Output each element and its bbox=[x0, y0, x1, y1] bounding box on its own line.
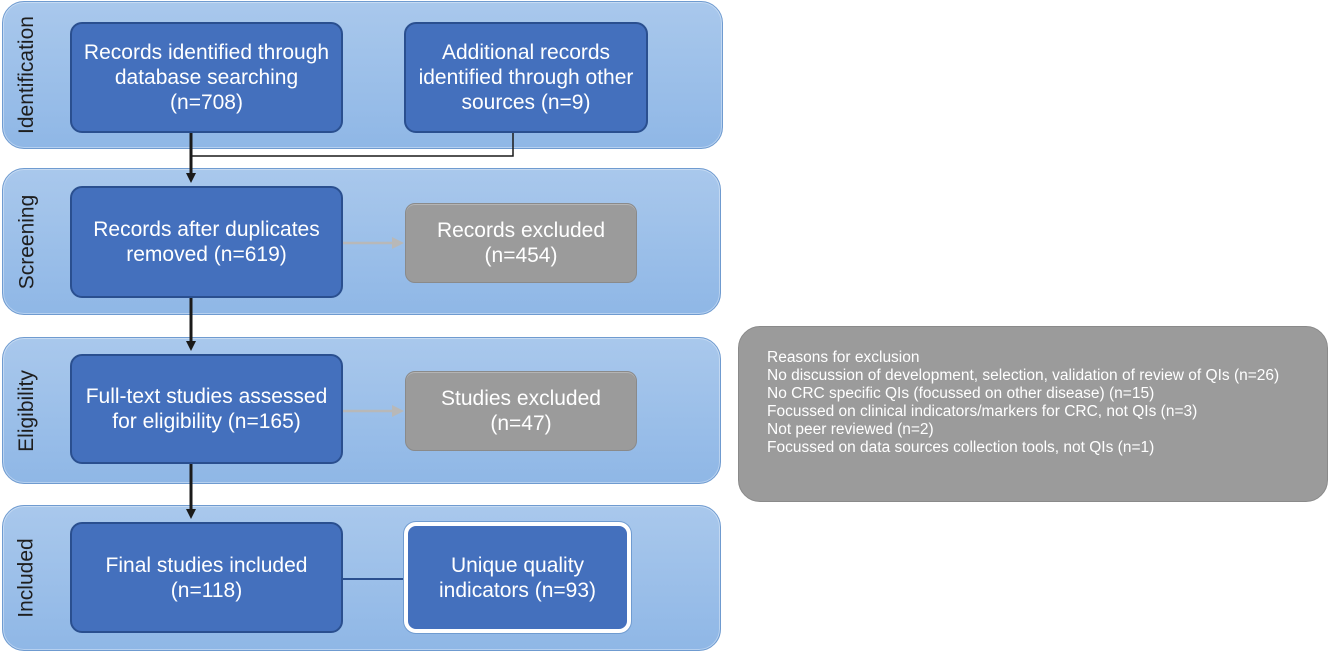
connector-additional-records bbox=[191, 133, 514, 157]
box-database-records-text: Records identified through database sear… bbox=[83, 41, 330, 114]
box-additional-records-text: Additional records identified through ot… bbox=[418, 41, 634, 114]
box-studies-excluded-text: Studies excluded (n=47) bbox=[441, 387, 601, 435]
box-unique-indicators-text: Unique quality indicators (n=93) bbox=[439, 553, 596, 602]
reason-item: No CRC specific QIs (focussed on other d… bbox=[767, 385, 1155, 402]
box-final-included: Final studies included (n=118) bbox=[70, 522, 343, 633]
box-additional-records: Additional records identified through ot… bbox=[404, 22, 648, 133]
reasons-title: Reasons for exclusion bbox=[767, 349, 920, 366]
box-after-duplicates-text: Records after duplicates removed (n=619) bbox=[93, 218, 320, 266]
reasons-for-exclusion-panel: Reasons for exclusion No discussion of d… bbox=[738, 326, 1328, 502]
box-database-records: Records identified through database sear… bbox=[70, 22, 343, 133]
box-records-excluded: Records excluded (n=454) bbox=[405, 203, 637, 283]
box-records-excluded-text: Records excluded (n=454) bbox=[436, 219, 606, 267]
box-final-included-text: Final studies included (n=118) bbox=[105, 553, 308, 602]
box-fulltext-assessed-text: Full-text studies assessed for eligibili… bbox=[85, 385, 328, 433]
reason-item: Focussed on clinical indicators/markers … bbox=[767, 403, 1198, 420]
box-unique-indicators: Unique quality indicators (n=93) bbox=[404, 522, 631, 633]
box-fulltext-assessed: Full-text studies assessed for eligibili… bbox=[70, 354, 343, 464]
box-studies-excluded: Studies excluded (n=47) bbox=[405, 371, 637, 451]
reason-item: Not peer reviewed (n=2) bbox=[767, 421, 934, 438]
reason-item: No discussion of development, selection,… bbox=[767, 367, 1280, 384]
box-after-duplicates: Records after duplicates removed (n=619) bbox=[70, 186, 343, 298]
reason-item: Focussed on data sources collection tool… bbox=[767, 439, 1155, 456]
